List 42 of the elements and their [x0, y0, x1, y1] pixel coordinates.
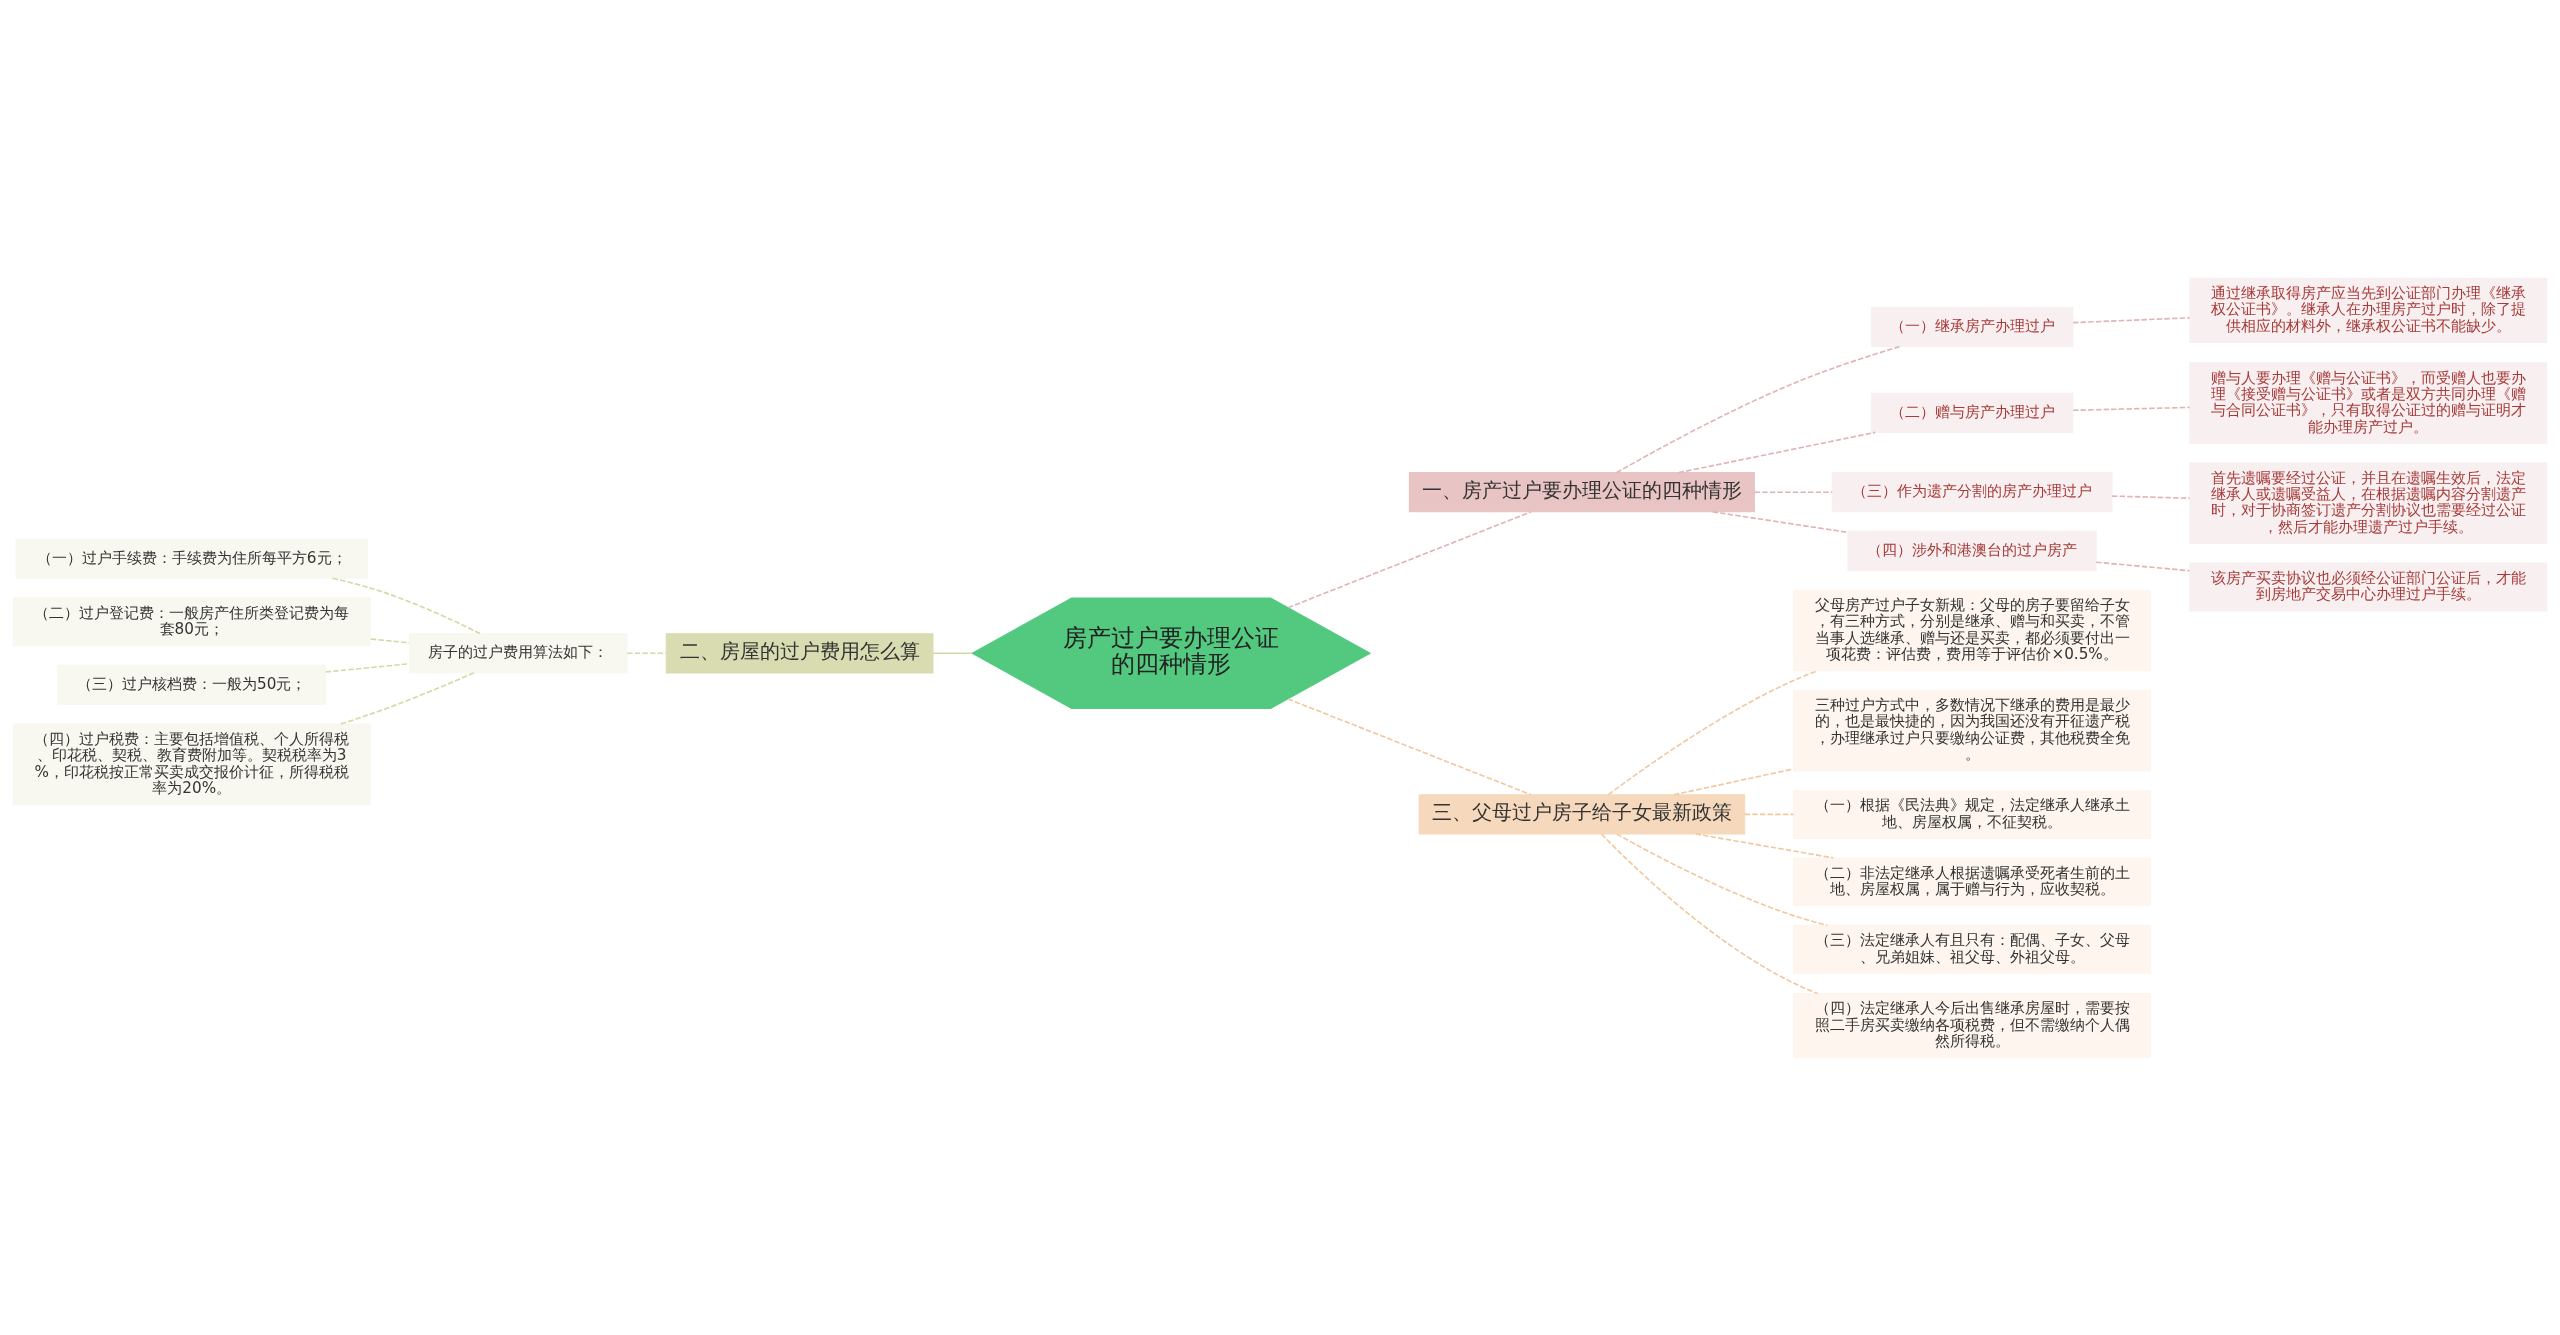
connector	[331, 577, 481, 634]
connector	[2111, 494, 2191, 499]
node-box: 房子的过户费用算法如下：	[408, 632, 628, 673]
connector	[1711, 510, 1849, 533]
connector	[2072, 406, 2191, 411]
node-box: （四）涉外和港澳台的过户房产	[1847, 530, 2097, 571]
node-box: 二、房屋的过户费用怎么算	[665, 632, 934, 673]
connector	[369, 637, 411, 644]
connector	[932, 652, 973, 654]
connector	[1743, 813, 1795, 815]
node-box: （四）法定继承人今后出售继承房屋时，需要按照二手房买卖缴纳各项税费，但不需缴纳个人偶然所得税。	[1793, 992, 2152, 1058]
node-box: 通过继承取得房产应当先到公证部门办理《继承权公证书》。继承人在办理房产过户时，除了提供相应的材料外，继承权公证书不能缺少。	[2189, 277, 2548, 343]
node-box: 赠与人要办理《赠与公证书》，而受赠人也要办理《接受赠与公证书》或者是双方共同办理《赠与合同公证书》，只有取得公证过的赠与证明才能办理房产过户。	[2189, 361, 2548, 444]
node-box: （四）过户税费：主要包括增值税、个人所得税、印花税、契税、教育费附加等。契税税率为3%，印花税按正常买卖成交报价计征，所得税税率为20%。	[12, 723, 371, 805]
node-box: 一、房产过户要办理公证的四种情形	[1408, 471, 1755, 512]
connector	[1616, 832, 1829, 926]
connector	[1616, 345, 1901, 473]
node-box: （三）作为遗产分割的房产办理过户	[1831, 471, 2113, 512]
connector	[1678, 431, 1876, 473]
connector	[1753, 490, 1834, 493]
connector	[1600, 832, 1819, 994]
node-box: （三）过户核档费：一般为50元；	[57, 664, 327, 705]
node-box: （二）过户登记费：一般房产住所类登记费为每套80元；	[12, 596, 371, 646]
node-box: 三种过户方式中，多数情况下继承的费用是最少的，也是最快捷的，因为我国还没有开征遗产税，办理继承过户只要缴纳公证费，其他税费全免。	[1793, 689, 2152, 771]
node-box: 首先遗嘱要经过公证，并且在遗嘱生效后，法定继承人或遗嘱受益人，在根据遗嘱内容分割遗产时，对于协商签订遗产分割协议也需要经过公证，然后才能办理遗产过户手续。	[2189, 461, 2548, 544]
connector	[2072, 316, 2191, 323]
node-box: （一）过户手续费：手续费为住所每平方6元；	[15, 537, 369, 579]
connector	[340, 671, 475, 725]
node-box: 三、父母过户房子给子女最新政策	[1418, 793, 1746, 835]
node-box: （一）根据《民法典》规定，法定继承人继承土地、房屋权属，不征契税。	[1793, 789, 2152, 839]
node-box: 父母房产过户子女新规：父母的房子要留给子女，有三种方式，分别是继承、赠与和买卖，不管当事人选继承、赠与还是买卖，都必须要付出一项花费：评估费，费用等于评估价×0.5%。	[1793, 589, 2152, 671]
connector	[1607, 669, 1818, 795]
node-box: （三）法定继承人有且只有：配偶、子女、父母、兄弟姐妹、祖父母、外祖父母。	[1793, 924, 2152, 974]
connector	[1287, 510, 1532, 608]
connector	[626, 652, 667, 654]
node-box: 该房产买卖协议也必须经公证部门公证后，才能到房地产交易中心办理过户手续。	[2189, 561, 2548, 611]
connector	[1694, 832, 1834, 859]
node-box: （二）非法定继承人根据遗嘱承受死者生前的土地、房屋权属，属于赠与行为，应收契税。	[1793, 856, 2152, 906]
node-box: （一）继承房产办理过户	[1870, 306, 2074, 347]
node-box: （二）赠与房产办理过户	[1870, 392, 2074, 433]
connector	[2095, 560, 2191, 572]
connector	[1287, 697, 1532, 796]
